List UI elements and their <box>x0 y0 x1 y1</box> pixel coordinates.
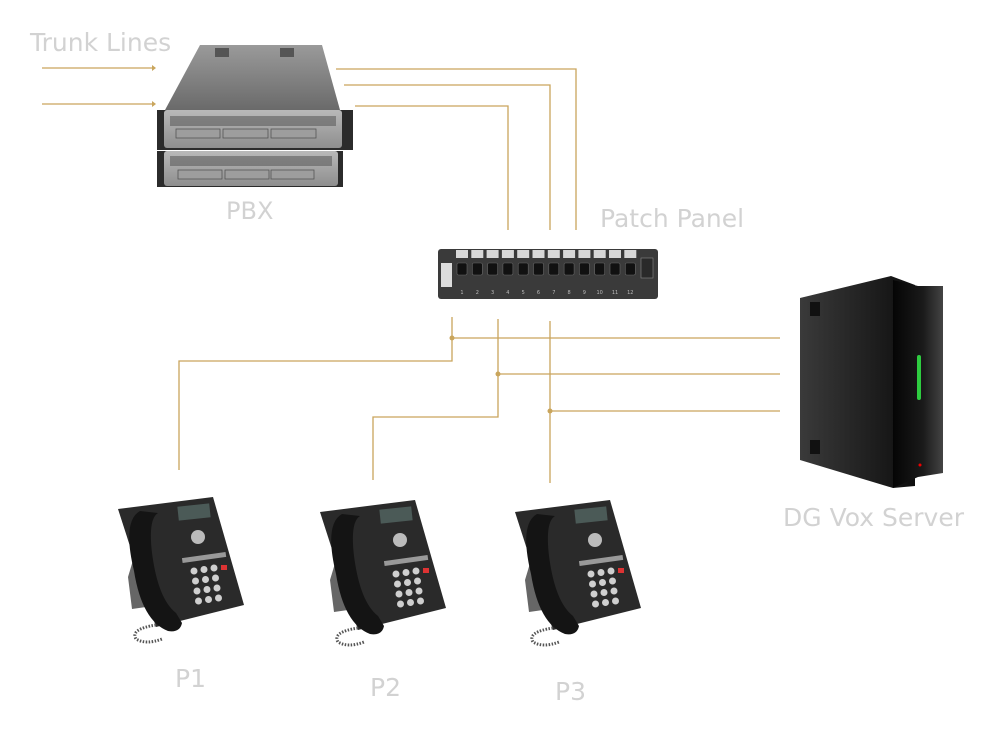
patch-port: 7 <box>547 250 560 296</box>
patch-port: 11 <box>609 250 621 296</box>
port-label: 8 <box>568 290 571 296</box>
patch-port: 8 <box>563 250 576 296</box>
junction-dot-1 <box>449 335 455 341</box>
patch-port: 9 <box>578 250 591 296</box>
pbx-label: PBX <box>226 197 274 225</box>
port-label: 11 <box>612 290 618 296</box>
port-label: 6 <box>537 290 540 296</box>
port-label: 4 <box>506 290 509 296</box>
patch-panel-label: Patch Panel <box>600 204 745 233</box>
tower-server-icon <box>800 276 943 488</box>
patch-port: 3 <box>486 250 499 296</box>
trunk-lines-label: Trunk Lines <box>30 28 172 57</box>
port-label: 1 <box>460 290 463 296</box>
patch-port: 10 <box>593 250 606 296</box>
junction-dot-3 <box>547 408 553 414</box>
desk-phone-icon <box>320 500 446 647</box>
port-label: 5 <box>522 290 525 296</box>
junction-dot-2 <box>495 371 501 377</box>
phone-label-p2: P2 <box>370 673 401 702</box>
phone-label-p1: P1 <box>175 664 206 693</box>
phone-label-p3: P3 <box>555 677 586 706</box>
port-label: 9 <box>583 290 586 296</box>
port-label: 7 <box>552 290 555 296</box>
pbx-to-panel-wire-1 <box>336 68 577 230</box>
port-label: 2 <box>476 290 479 296</box>
pbx-to-panel-wire-2 <box>344 84 551 230</box>
patch-port: 5 <box>517 250 530 296</box>
port-label: 12 <box>627 290 633 296</box>
rack-server-icon <box>157 45 353 187</box>
patch-port: 12 <box>624 250 637 296</box>
panel-to-p1-wire <box>178 317 453 470</box>
arrow-head-2 <box>152 101 156 107</box>
patch-port: 1 <box>456 250 468 296</box>
port-label: 3 <box>491 290 494 296</box>
arrow-head-1 <box>152 65 156 71</box>
patch-port: 6 <box>532 250 545 296</box>
pbx-to-panel-wire-3 <box>355 105 509 230</box>
patch-port: 4 <box>501 250 514 296</box>
port-label: 10 <box>597 290 603 296</box>
desk-phone-icon <box>118 497 244 644</box>
patch-port: 2 <box>471 250 484 296</box>
desk-phone-icon <box>515 500 641 647</box>
server-label: DG Vox Server <box>783 503 964 532</box>
panel-to-p2-wire <box>372 319 499 480</box>
